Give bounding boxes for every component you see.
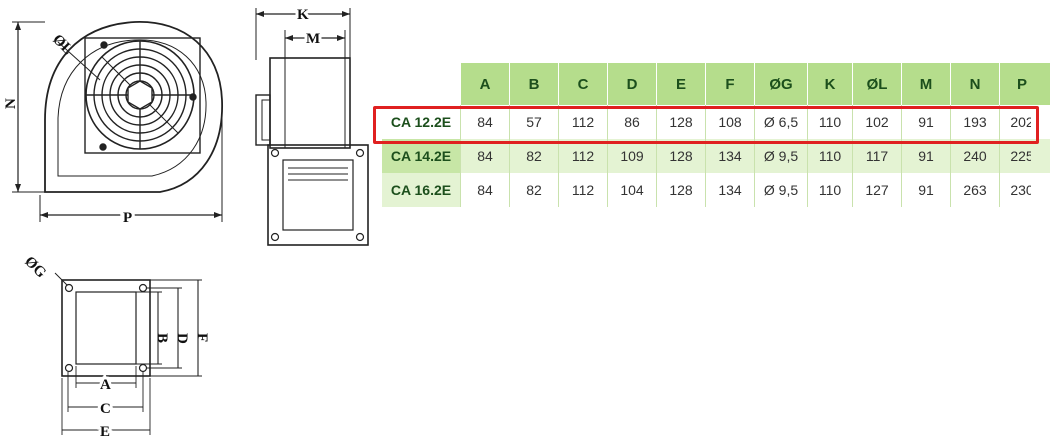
table-cell: 91 bbox=[901, 105, 951, 139]
front-view-drawing bbox=[12, 21, 223, 222]
table-cell: 134 bbox=[705, 139, 755, 173]
table-cell: 240 bbox=[950, 139, 1000, 173]
table-cell: 109 bbox=[607, 139, 657, 173]
dim-label-a: A bbox=[100, 377, 111, 393]
table-cell: 263 bbox=[950, 173, 1000, 207]
table-cell: 57 bbox=[509, 105, 559, 139]
table-cell: 91 bbox=[901, 173, 951, 207]
col-header-l: ØL bbox=[852, 63, 902, 105]
table-cell: 104 bbox=[607, 173, 657, 207]
model-cell: CA 16.2E bbox=[382, 173, 461, 207]
col-header-a: A bbox=[460, 63, 510, 105]
table-cell: 82 bbox=[509, 173, 559, 207]
col-header-f: F bbox=[705, 63, 755, 105]
col-header-k: K bbox=[807, 63, 853, 105]
dim-label-diameter-g: ØG bbox=[21, 254, 49, 282]
table-cropped-column bbox=[1031, 63, 1050, 213]
table-cell: 127 bbox=[852, 173, 902, 207]
col-header-e: E bbox=[656, 63, 706, 105]
col-header-c: C bbox=[558, 63, 608, 105]
table-cell: Ø 6,5 bbox=[754, 105, 808, 139]
col-header-n: N bbox=[950, 63, 1000, 105]
table-cell: 91 bbox=[901, 139, 951, 173]
table-cell: Ø 9,5 bbox=[754, 139, 808, 173]
dim-label-e: E bbox=[100, 424, 110, 440]
dim-label-f: F bbox=[194, 333, 210, 342]
col-header-m: M bbox=[901, 63, 951, 105]
table-corner-cell bbox=[382, 63, 461, 105]
table-row: CA 14.2E 84 82 112 109 128 134 Ø 9,5 110… bbox=[382, 139, 1045, 173]
table-cell: 112 bbox=[558, 139, 608, 173]
col-header-b: B bbox=[509, 63, 559, 105]
dim-label-d: D bbox=[174, 333, 190, 344]
table-row: CA 16.2E 84 82 112 104 128 134 Ø 9,5 110… bbox=[382, 173, 1045, 207]
table-cell: Ø 9,5 bbox=[754, 173, 808, 207]
table-cell: 102 bbox=[852, 105, 902, 139]
table-cell: 110 bbox=[807, 139, 853, 173]
table-cell: 84 bbox=[460, 173, 510, 207]
table-cell: 134 bbox=[705, 173, 755, 207]
dimensions-table: A B C D E F ØG K ØL M N P CA 12.2E 84 57… bbox=[382, 63, 1045, 207]
dim-label-c: C bbox=[100, 401, 111, 417]
table-cell: 112 bbox=[558, 105, 608, 139]
table-cell: 86 bbox=[607, 105, 657, 139]
dim-label-p: P bbox=[123, 210, 132, 226]
table-cell: 117 bbox=[852, 139, 902, 173]
outlet-view-drawing bbox=[54, 272, 202, 435]
table-cell: 112 bbox=[558, 173, 608, 207]
col-header-g: ØG bbox=[754, 63, 808, 105]
table-cell: 128 bbox=[656, 105, 706, 139]
technical-drawings: ØL N P K M ØG A C E B D F bbox=[3, 4, 369, 443]
table-header-row: A B C D E F ØG K ØL M N P bbox=[382, 63, 1045, 105]
table-cell: 128 bbox=[656, 139, 706, 173]
dim-label-k: K bbox=[297, 7, 309, 23]
table-cell: 193 bbox=[950, 105, 1000, 139]
table-cell: 128 bbox=[656, 173, 706, 207]
dim-label-m: M bbox=[306, 31, 320, 47]
model-cell: CA 14.2E bbox=[382, 139, 461, 173]
table-cell: 110 bbox=[807, 105, 853, 139]
table-cell: 82 bbox=[509, 139, 559, 173]
side-view-drawing bbox=[255, 8, 369, 246]
dim-label-b: B bbox=[154, 333, 170, 343]
dim-label-n: N bbox=[3, 98, 19, 109]
table-cell: 108 bbox=[705, 105, 755, 139]
model-cell: CA 12.2E bbox=[382, 105, 461, 139]
table-row: CA 12.2E 84 57 112 86 128 108 Ø 6,5 110 … bbox=[382, 105, 1045, 139]
table-cell: 110 bbox=[807, 173, 853, 207]
col-header-d: D bbox=[607, 63, 657, 105]
table-cell: 84 bbox=[460, 139, 510, 173]
table-cell: 84 bbox=[460, 105, 510, 139]
